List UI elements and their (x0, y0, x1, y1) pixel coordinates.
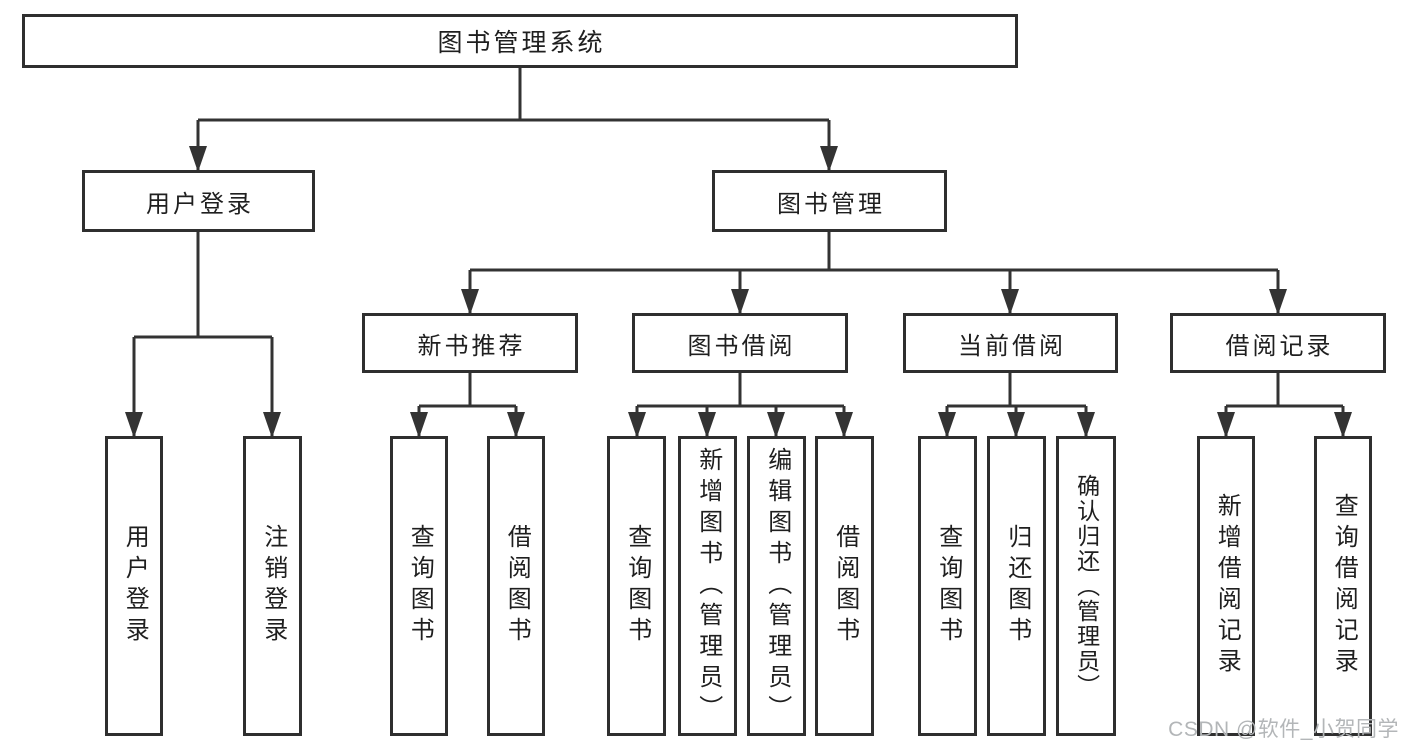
group-current-borrow-label: 当前借阅 (958, 332, 1066, 360)
leaf-add-books-admin: 新增图书（管理员） (678, 436, 737, 736)
group-borrow-records: 借阅记录 (1170, 313, 1386, 373)
leaf-user-login-label: 用户登录 (121, 524, 149, 648)
leaf-return-books: 归还图书 (987, 436, 1046, 736)
csdn-watermark: CSDN @软件_小贺同学 (1168, 718, 1399, 741)
group-book-borrow: 图书借阅 (632, 313, 848, 373)
root-node-book-management-system: 图书管理系统 (22, 14, 1018, 68)
leaf-confirm-return-admin: 确认归还（管理员） (1056, 436, 1116, 736)
leaf-edit-books-admin: 编辑图书（管理员） (747, 436, 806, 736)
leaf-query-books-recommend-label: 查询图书 (406, 524, 434, 648)
leaf-query-books-borrow: 查询图书 (607, 436, 666, 736)
leaf-add-books-admin-label: 新增图书（管理员） (694, 446, 722, 726)
leaf-logout-login-label: 注销登录 (259, 524, 287, 648)
leaf-query-borrow-record: 查询借阅记录 (1314, 436, 1372, 736)
group-current-borrow: 当前借阅 (903, 313, 1118, 373)
leaf-query-books-current: 查询图书 (918, 436, 977, 736)
leaf-return-books-label: 归还图书 (1003, 524, 1031, 648)
leaf-add-borrow-record-label: 新增借阅记录 (1213, 493, 1241, 679)
leaf-borrow-books: 借阅图书 (815, 436, 874, 736)
leaf-borrow-books-recommend: 借阅图书 (487, 436, 545, 736)
leaf-confirm-return-admin-label: 确认归还（管理员） (1073, 473, 1100, 699)
leaf-query-books-borrow-label: 查询图书 (623, 524, 651, 648)
branch-book-management: 图书管理 (712, 170, 947, 232)
leaf-user-login: 用户登录 (105, 436, 163, 736)
leaf-logout-login: 注销登录 (243, 436, 302, 736)
leaf-borrow-books-recommend-label: 借阅图书 (503, 524, 531, 648)
leaf-query-books-current-label: 查询图书 (934, 524, 962, 648)
leaf-add-borrow-record: 新增借阅记录 (1197, 436, 1255, 736)
leaf-query-borrow-record-label: 查询借阅记录 (1330, 493, 1358, 679)
root-node-label: 图书管理系统 (437, 29, 606, 57)
group-new-book-recommend-label: 新书推荐 (417, 332, 526, 360)
leaf-edit-books-admin-label: 编辑图书（管理员） (763, 446, 791, 726)
group-book-borrow-label: 图书借阅 (687, 332, 796, 360)
branch-user-login: 用户登录 (82, 170, 315, 232)
branch-user-login-label: 用户登录 (146, 190, 254, 218)
arrowheads (125, 146, 1352, 438)
group-new-book-recommend: 新书推荐 (362, 313, 578, 373)
branch-book-management-label: 图书管理 (777, 190, 885, 218)
leaf-query-books-recommend: 查询图书 (390, 436, 448, 736)
leaf-borrow-books-label: 借阅图书 (831, 524, 859, 648)
group-borrow-records-label: 借阅记录 (1225, 332, 1334, 360)
